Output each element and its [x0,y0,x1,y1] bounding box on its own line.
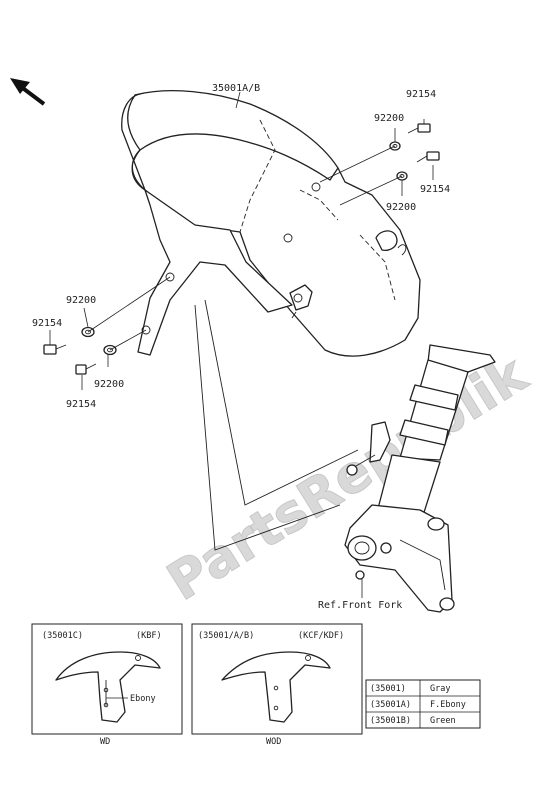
color-table: (35001) Gray (35001A) F.Ebony (35001B) G… [365,679,481,729]
inset-wd-code: (35001C) [42,631,83,641]
label-bolt-left-lower: 92154 [66,399,96,410]
label-washer-upper: 92200 [374,113,404,124]
inset-wod-code: (35001/A/B) [198,631,254,641]
label-washer-right: 92200 [386,202,416,213]
color-row-code: (35001) [370,684,406,694]
direction-arrow-icon [10,78,46,106]
inset-wd-note: Ebony [130,694,156,704]
label-fender: 35001A/B [212,83,260,94]
front-fork [344,344,496,613]
label-ref-front-fork: Ref.Front Fork [318,600,402,611]
color-row-code: (35001A) [370,700,411,710]
bolt-right [416,151,440,163]
inset-wod-caption: WOD [266,737,281,747]
color-row-name: Green [430,716,456,726]
label-bolt-upper-right: 92154 [406,89,436,100]
bolt-left-lower [75,363,97,375]
inset-wod-model: (KCF/KDF) [298,631,344,641]
color-row-name: F.Ebony [430,700,466,710]
leader-lines [49,91,434,598]
inset-wd: (35001C) (KBF) Ebony WD [31,623,183,747]
label-bolt-right: 92154 [420,184,450,195]
label-bolt-left: 92154 [32,318,62,329]
fork-reference-outline [194,299,359,551]
bolt-upper-right [407,123,431,134]
color-row-code: (35001B) [370,716,411,726]
color-row-name: Gray [430,684,450,694]
label-washer-left: 92200 [66,295,96,306]
inset-wod: (35001/A/B) (KCF/KDF) WOD [191,623,363,747]
label-washer-left-lower: 92200 [94,379,124,390]
inset-wd-caption: WD [100,737,110,747]
front-fender [121,90,421,357]
watermark: PartsRepublik [157,344,538,613]
inset-wd-model: (KBF) [136,631,162,641]
bolt-left [43,344,67,355]
